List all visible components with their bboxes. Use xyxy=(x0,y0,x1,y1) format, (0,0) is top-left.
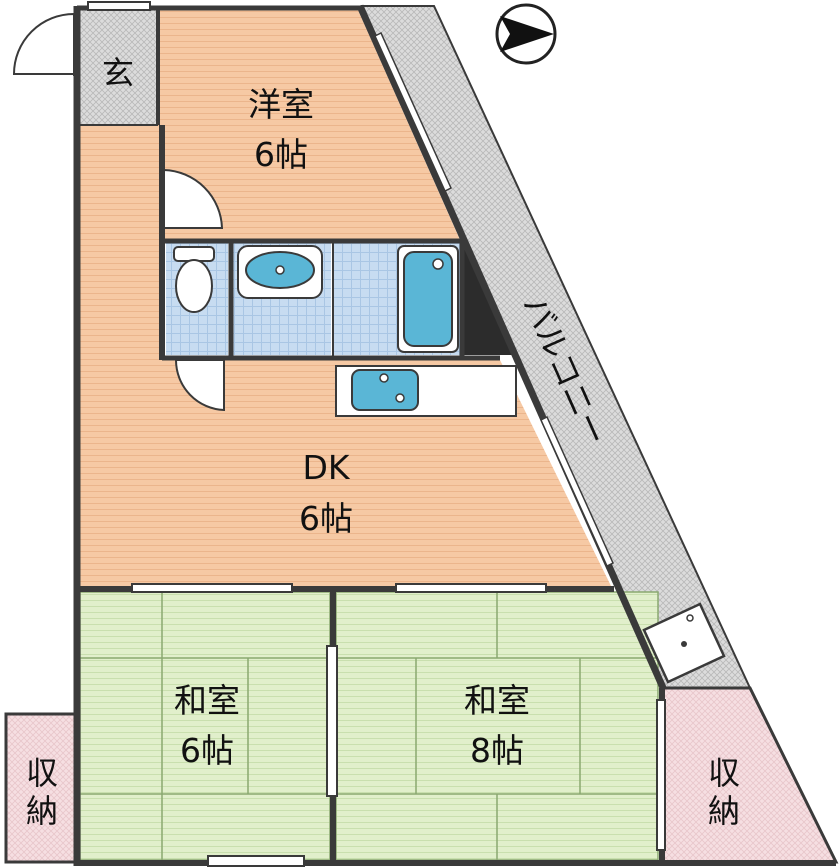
washitsu-right-name: 和室 xyxy=(464,681,530,720)
storage-right-line1: 収 xyxy=(708,754,740,792)
western-room-name: 洋室 xyxy=(248,85,314,124)
aircon-unit-icon xyxy=(642,602,726,684)
western-room-size: 6帖 xyxy=(254,135,308,174)
washitsu-left-floor xyxy=(80,592,330,860)
western-room-floor xyxy=(160,10,460,240)
dk-name: DK xyxy=(302,448,350,487)
washitsu-left-name: 和室 xyxy=(174,681,240,720)
dk-size: 6帖 xyxy=(299,499,353,538)
bathtub-icon xyxy=(397,245,459,353)
balcony-windows xyxy=(374,31,614,568)
toilet-door xyxy=(174,359,225,412)
genkan-area xyxy=(80,10,156,125)
storage-right-line2: 納 xyxy=(708,792,740,830)
sliding-doors xyxy=(87,1,666,867)
genkan-label: 玄 xyxy=(102,54,134,92)
storage-left-line2: 納 xyxy=(26,792,58,830)
north-arrow-icon xyxy=(495,3,557,65)
western-room-door xyxy=(163,168,224,229)
entry-door xyxy=(12,12,75,76)
corridor-floor xyxy=(80,125,162,365)
washitsu-right-size: 8帖 xyxy=(470,731,524,770)
toilet-icon xyxy=(173,246,215,313)
washbasin-icon xyxy=(237,245,323,299)
washitsu-left-size: 6帖 xyxy=(180,731,234,770)
storage-left-line1: 収 xyxy=(26,754,58,792)
storage-right-area xyxy=(660,686,839,864)
